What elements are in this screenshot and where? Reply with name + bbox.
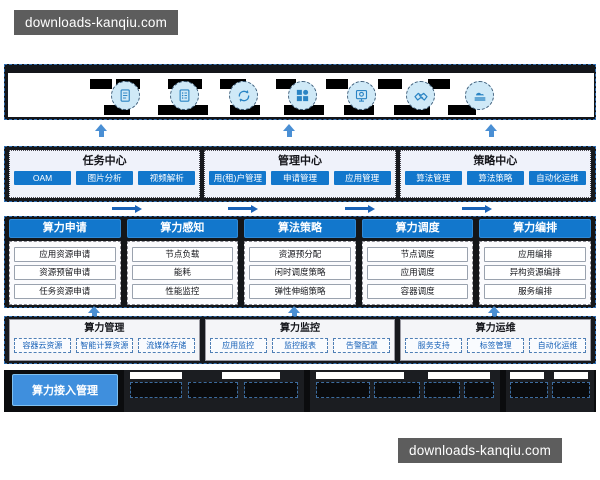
grid-column-apply: 算力申请 应用资源申请 资源预留申请 任务资源申请 xyxy=(9,219,121,305)
center-card-policy[interactable]: 策略中心 算法管理 算法策略 自动化运维 xyxy=(399,150,591,198)
watermark-bottom: downloads-kanqiu.com xyxy=(398,438,563,463)
grid-cell[interactable]: 应用调度 xyxy=(366,265,469,281)
grid-cell[interactable]: 节点调度 xyxy=(366,246,469,262)
flow-arrow-up xyxy=(288,306,301,319)
flow-arrow-right xyxy=(228,204,258,213)
center-title: 任务中心 xyxy=(82,155,127,167)
redacted-resource-group xyxy=(124,370,304,412)
column-title: 算力编排 xyxy=(479,219,591,238)
redacted-label xyxy=(230,105,260,115)
redacted-label xyxy=(428,79,450,89)
grid-cell[interactable]: 资源预分配 xyxy=(249,246,351,262)
handshake-icon[interactable] xyxy=(406,81,435,110)
management-title: 算力监控 xyxy=(280,323,320,334)
center-title: 管理中心 xyxy=(277,155,322,167)
flow-arrow-up xyxy=(488,306,501,319)
center-card-task[interactable]: 任务中心 OAM 图片分析 视频解析 xyxy=(9,150,201,198)
flow-arrow-right xyxy=(462,204,492,213)
management-title: 算力管理 xyxy=(84,323,125,334)
grid-cell[interactable]: 服务编排 xyxy=(484,284,586,300)
sync-refresh-icon[interactable] xyxy=(229,81,258,110)
management-item[interactable]: 流媒体存储 xyxy=(137,338,195,353)
management-item[interactable]: 自动化运维 xyxy=(529,338,587,353)
redacted-label xyxy=(326,79,348,89)
management-card-ops[interactable]: 算力运维 服务支持 标签管理 自动化运维 xyxy=(400,319,592,361)
column-title: 算力申请 xyxy=(9,219,121,238)
redacted-resource-group xyxy=(506,370,594,412)
access-management-button[interactable]: 算力接入管理 xyxy=(12,374,118,406)
grid-cell[interactable]: 应用编排 xyxy=(484,246,586,262)
infrastructure-band: 算力接入管理 xyxy=(4,370,596,412)
grid-cell[interactable]: 能耗 xyxy=(131,265,234,281)
redacted-label xyxy=(90,79,112,89)
management-item[interactable]: 应用监控 xyxy=(209,338,267,353)
grid-cell[interactable]: 异构资源编排 xyxy=(484,265,586,281)
redacted-label xyxy=(276,79,296,89)
center-button[interactable]: 申请管理 xyxy=(271,171,329,185)
ai-chip-monitor-icon[interactable] xyxy=(347,81,376,110)
column-title: 算力感知 xyxy=(126,219,239,238)
column-title: 算力调度 xyxy=(361,219,474,238)
center-title: 策略中心 xyxy=(473,155,518,167)
document-icon[interactable] xyxy=(111,81,140,110)
grid-modules-icon[interactable] xyxy=(288,81,317,110)
management-item[interactable]: 监控报表 xyxy=(271,338,329,353)
grid-cell[interactable]: 节点负载 xyxy=(131,246,234,262)
flow-arrow-right xyxy=(112,204,142,213)
center-button[interactable]: 自动化运维 xyxy=(528,171,586,185)
capability-grid-band: 算力申请 应用资源申请 资源预留申请 任务资源申请 算力感知 节点负载 能耗 性… xyxy=(4,216,596,308)
redacted-label xyxy=(394,105,430,115)
grid-cell[interactable]: 弹性伸缩策略 xyxy=(249,284,351,300)
flow-arrow-up xyxy=(485,124,498,137)
redacted-resource-group xyxy=(310,370,500,412)
center-button[interactable]: 视频解析 xyxy=(138,171,196,185)
management-item[interactable]: 标签管理 xyxy=(467,338,525,353)
grid-cell[interactable]: 闲时调度策略 xyxy=(249,265,351,281)
watermark-top: downloads-kanqiu.com xyxy=(14,10,179,35)
center-button[interactable]: 图片分析 xyxy=(76,171,134,185)
icon-strip xyxy=(8,73,594,117)
list-document-icon[interactable] xyxy=(170,81,199,110)
column-title: 算法策略 xyxy=(244,219,356,238)
grid-cell[interactable]: 任务资源申请 xyxy=(14,284,116,300)
center-button[interactable]: OAM xyxy=(14,171,72,185)
centers-band: 任务中心 OAM 图片分析 视频解析 管理中心 用(租)户管理 申请管理 应用管… xyxy=(4,146,596,202)
grid-cell[interactable]: 容器调度 xyxy=(366,284,469,300)
management-title: 算力运维 xyxy=(475,323,516,334)
redacted-label xyxy=(104,105,130,115)
center-button[interactable]: 用(租)户管理 xyxy=(209,171,267,185)
grid-cell[interactable]: 应用资源申请 xyxy=(14,246,116,262)
redacted-label xyxy=(284,105,324,115)
center-button[interactable]: 算法策略 xyxy=(466,171,524,185)
redacted-label xyxy=(344,105,374,115)
management-item[interactable]: 服务支持 xyxy=(405,338,463,353)
redacted-label xyxy=(158,105,208,115)
redacted-label xyxy=(448,105,476,115)
management-card-resource[interactable]: 算力管理 容器云资源 智能计算资源 流媒体存储 xyxy=(9,319,200,361)
grid-column-scheduling: 算力调度 节点调度 应用调度 容器调度 xyxy=(361,219,474,305)
cloud-server-icon[interactable] xyxy=(465,81,494,110)
center-card-management[interactable]: 管理中心 用(租)户管理 申请管理 应用管理 xyxy=(204,150,396,198)
redacted-label xyxy=(378,79,402,89)
center-button[interactable]: 应用管理 xyxy=(333,171,391,185)
flow-arrow-up xyxy=(88,306,101,319)
management-card-monitor[interactable]: 算力监控 应用监控 监控报表 告警配置 xyxy=(204,319,396,361)
management-band: 算力管理 容器云资源 智能计算资源 流媒体存储 算力监控 应用监控 监控报表 告… xyxy=(4,316,596,364)
flow-arrow-up xyxy=(95,124,108,137)
flow-arrow-right xyxy=(345,204,375,213)
grid-cell[interactable]: 性能监控 xyxy=(131,284,234,300)
management-item[interactable]: 智能计算资源 xyxy=(75,338,133,353)
grid-column-awareness: 算力感知 节点负载 能耗 性能监控 xyxy=(126,219,239,305)
grid-cell[interactable]: 资源预留申请 xyxy=(14,265,116,281)
icon-band xyxy=(4,64,596,120)
grid-column-strategy: 算法策略 资源预分配 闲时调度策略 弹性伸缩策略 xyxy=(244,219,356,305)
management-item[interactable]: 容器云资源 xyxy=(14,338,71,353)
flow-arrow-up xyxy=(283,124,296,137)
grid-column-orchestration: 算力编排 应用编排 异构资源编排 服务编排 xyxy=(479,219,591,305)
center-button[interactable]: 算法管理 xyxy=(404,171,462,185)
management-item[interactable]: 告警配置 xyxy=(333,338,391,353)
